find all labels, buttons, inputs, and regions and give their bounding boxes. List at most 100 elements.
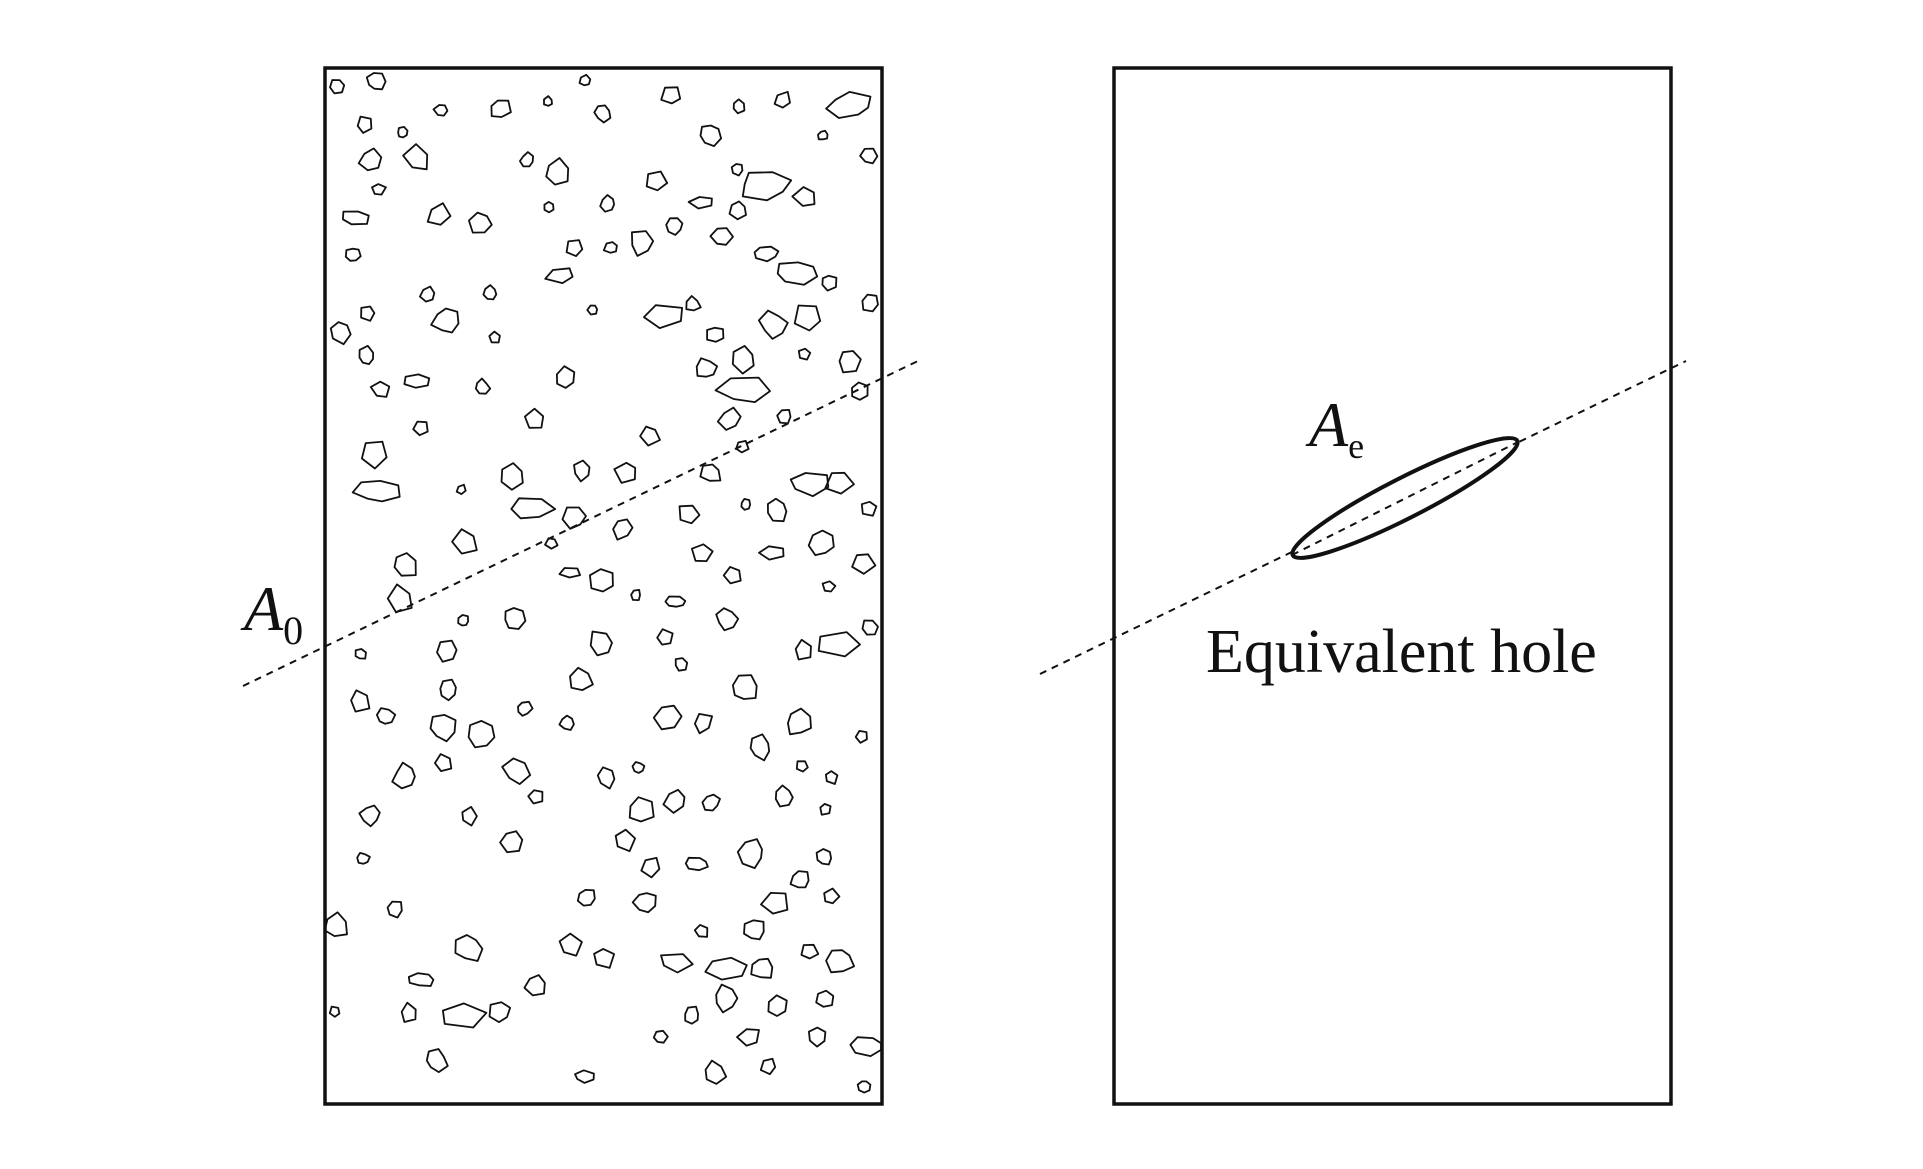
pore-shape xyxy=(807,529,835,556)
pore-shape xyxy=(397,126,409,139)
pore-shape xyxy=(797,347,812,361)
pore-shape xyxy=(860,500,878,517)
pore-shape xyxy=(652,704,683,731)
pore-shape xyxy=(430,307,460,334)
equivalent-hole-caption: Equivalent hole xyxy=(1206,618,1597,686)
pore-shape xyxy=(861,293,879,313)
right-panel: Ae Equivalent hole xyxy=(1039,66,1687,1106)
pore-shape xyxy=(558,567,581,579)
pore-shape xyxy=(789,870,810,889)
pore-shape xyxy=(574,1069,595,1084)
pore-shape xyxy=(758,545,785,561)
pore-shape xyxy=(821,274,838,292)
pore-shape xyxy=(527,789,544,805)
pore-shape xyxy=(656,628,674,646)
pore-shape xyxy=(586,304,598,316)
pore-shape xyxy=(391,761,416,790)
pore-shape xyxy=(510,497,557,520)
pore-shape xyxy=(386,583,413,613)
pore-shape xyxy=(400,1001,417,1023)
pore-shape xyxy=(439,678,457,702)
pore-shape xyxy=(660,86,682,105)
pore-shape xyxy=(354,648,367,660)
pore-shape xyxy=(716,406,742,431)
right-panel-frame xyxy=(1112,66,1673,1106)
right-label-main: A xyxy=(1305,389,1349,460)
pore-shape xyxy=(589,630,613,657)
pore-shape xyxy=(386,900,403,919)
pore-shape xyxy=(451,528,478,555)
pore-shape xyxy=(699,463,722,482)
pore-shape xyxy=(499,830,524,854)
pore-shape xyxy=(631,230,655,257)
pore-shape xyxy=(612,518,634,541)
pore-shape xyxy=(504,607,527,630)
pore-shape xyxy=(361,440,388,470)
left-section-label: A0 xyxy=(240,573,303,653)
pore-shape xyxy=(426,202,452,226)
pore-shape xyxy=(714,376,771,403)
pore-shape xyxy=(490,99,512,118)
pore-shape xyxy=(731,345,755,375)
pore-shape xyxy=(704,956,748,981)
pore-shape xyxy=(357,147,383,172)
pore-shape xyxy=(789,472,830,498)
pore-shape xyxy=(517,700,534,717)
pore-shape xyxy=(500,462,524,491)
pore-shape xyxy=(821,580,837,593)
pore-shape xyxy=(815,848,832,866)
pore-shape xyxy=(753,245,780,263)
pore-shape xyxy=(544,537,559,550)
pore-shape xyxy=(767,994,788,1017)
pore-shape xyxy=(640,857,661,879)
pore-shape xyxy=(519,151,534,168)
pore-shape xyxy=(750,957,774,979)
pore-shape xyxy=(455,483,467,495)
pore-shape xyxy=(454,934,484,962)
pore-shape xyxy=(434,753,453,772)
pore-shape xyxy=(732,98,746,115)
pore-shape xyxy=(543,201,555,214)
pore-shape xyxy=(793,304,822,332)
pore-shape xyxy=(684,856,709,872)
right-section-line xyxy=(1039,360,1687,675)
left-section-line xyxy=(242,359,921,687)
pore-shape xyxy=(817,129,829,141)
pore-shape xyxy=(715,983,739,1014)
pore-shape xyxy=(569,666,594,691)
pore-shape xyxy=(558,932,583,957)
pore-shape xyxy=(461,806,478,827)
pore-shape xyxy=(704,1059,728,1085)
pore-shape xyxy=(467,720,496,749)
pore-shape xyxy=(323,911,348,937)
pore-shape xyxy=(350,689,371,713)
pore-shape xyxy=(358,344,374,365)
pore-shape xyxy=(760,892,789,915)
pore-shape xyxy=(329,79,346,95)
pore-shape xyxy=(800,943,820,960)
pore-shape xyxy=(665,217,684,236)
pore-shape xyxy=(694,713,713,735)
pore-shape xyxy=(344,247,362,262)
pore-shape xyxy=(351,480,401,503)
pore-shape xyxy=(501,757,532,785)
pore-shape xyxy=(741,171,793,202)
pore-shape xyxy=(565,239,584,257)
pore-shape xyxy=(693,924,709,938)
pore-shape xyxy=(699,124,722,147)
pore-shape xyxy=(369,380,391,398)
pore-shape xyxy=(817,631,861,658)
pore-shape xyxy=(749,733,771,762)
pore-shape xyxy=(685,295,702,312)
pore-shape xyxy=(402,143,429,171)
pore-shape xyxy=(442,1002,488,1029)
pore-shape xyxy=(639,425,661,447)
pore-shape xyxy=(678,504,701,525)
pore-shape xyxy=(736,1028,760,1047)
pore-shape xyxy=(660,953,694,974)
pore-shape xyxy=(628,796,655,823)
pore-shape xyxy=(645,170,669,192)
pore-field xyxy=(323,72,882,1094)
left-panel: A0 xyxy=(240,66,921,1106)
